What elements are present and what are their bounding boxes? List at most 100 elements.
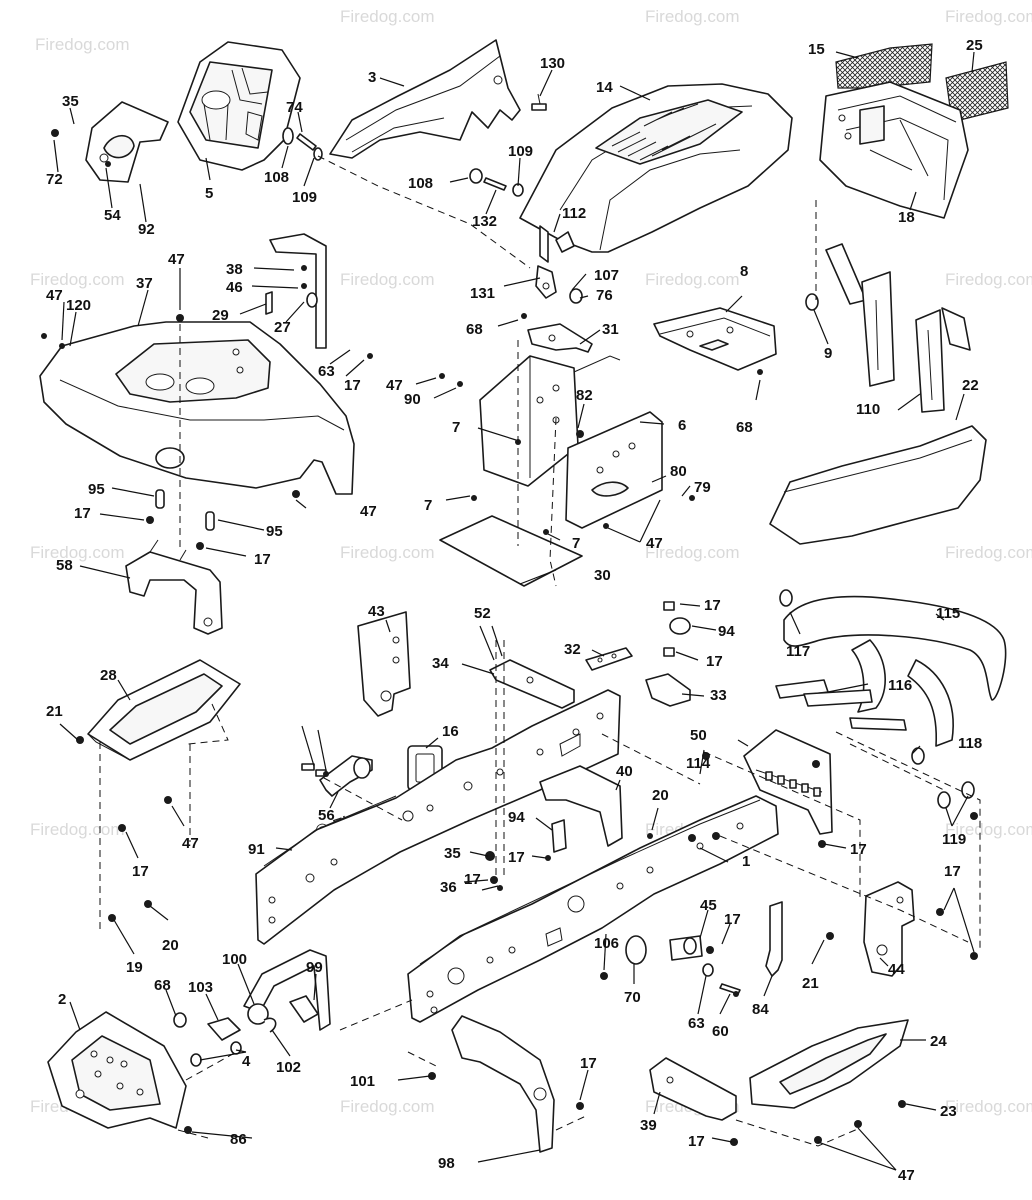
callout-47-g: 47 [898,1167,915,1184]
callout-17-g: 17 [508,849,525,866]
callout-132: 132 [472,213,497,230]
callout-99: 99 [306,959,323,976]
part-18-nose-cone [819,81,969,219]
callout-17-l: 17 [580,1055,597,1072]
callout-94-b: 94 [508,809,525,826]
part-3-dash-panel [329,39,521,159]
part-112-131-bracket [535,225,583,304]
callout-4: 4 [242,1053,251,1070]
callout-20-a: 20 [652,787,669,804]
callout-63-a: 63 [318,363,335,380]
watermark-1: Firedog.com [35,35,129,54]
callout-117: 117 [786,643,810,660]
callout-82: 82 [576,387,593,404]
callout-17-e: 17 [706,653,723,670]
callout-91: 91 [248,841,265,858]
callout-17-j: 17 [944,863,961,880]
watermark-19: Firedog.com [945,1097,1032,1116]
callout-7-c: 7 [572,535,580,552]
watermark-15: Firedog.com [945,820,1032,839]
part-98-shield [451,1015,555,1153]
callout-58: 58 [56,557,73,574]
watermark-17: Firedog.com [340,1097,434,1116]
callout-106: 106 [594,935,619,952]
callout-14: 14 [596,79,613,96]
callout-115: 115 [936,605,960,622]
callout-95-b: 95 [266,523,283,540]
part-84-bracket [765,901,783,977]
callout-80: 80 [670,463,687,480]
callout-9: 9 [824,345,832,362]
callout-17-c: 17 [254,551,271,568]
callout-17-d: 17 [704,597,721,614]
callout-22: 22 [962,377,979,394]
part-118-119-hardware [849,717,975,809]
callout-52: 52 [474,605,491,622]
callout-21-b: 21 [802,975,819,992]
callout-27: 27 [274,319,291,336]
callout-47-d: 47 [646,535,663,552]
part-30-plate [439,515,583,587]
callout-47-b: 47 [168,251,185,268]
callout-112: 112 [562,205,586,222]
callout-18: 18 [898,209,915,226]
watermark-11: Firedog.com [645,543,739,562]
callout-116: 116 [888,677,912,694]
watermark-8: Firedog.com [945,270,1032,289]
callout-74: 74 [286,99,303,116]
assembly-lines [99,155,981,1147]
callout-84: 84 [752,1001,769,1018]
callout-36: 36 [440,879,457,896]
callout-40: 40 [616,763,633,780]
callout-63-b: 63 [688,1015,705,1032]
callout-95-a: 95 [88,481,105,498]
callout-92: 92 [138,221,155,238]
part-43-bracket [357,611,411,717]
callout-86: 86 [230,1131,247,1148]
callout-32: 32 [564,641,581,658]
callout-131: 131 [470,285,495,302]
part-103-bracket [173,1012,242,1067]
callout-110: 110 [856,401,880,418]
part-6-dash-tower [479,355,663,529]
callout-labels: 35 72 54 92 5 108 74 109 3 130 14 15 25 … [46,37,983,1184]
callout-2: 2 [58,991,66,1008]
callout-5: 5 [205,185,213,202]
callout-28: 28 [100,667,117,684]
callout-17-k: 17 [724,911,741,928]
part-28-footrest [87,659,241,761]
callout-47-e: 47 [360,503,377,520]
callout-31: 31 [602,321,619,338]
callout-35-top: 35 [62,93,79,110]
part-22-bumper [769,425,987,545]
watermark-10: Firedog.com [340,543,434,562]
part-38-bracket [265,233,327,349]
callout-44: 44 [888,961,905,978]
callout-118: 118 [958,735,982,752]
callout-39: 39 [640,1117,657,1134]
callout-23: 23 [940,1103,957,1120]
part-44-bracket [863,881,915,977]
callout-7-a: 7 [452,419,460,436]
watermark-12: Firedog.com [945,543,1032,562]
callout-17-m: 17 [688,1133,705,1150]
hardware-108-74-109 [282,127,323,161]
callout-68-c: 68 [154,977,171,994]
part-58-bracket [125,539,223,635]
callout-109-b: 109 [508,143,533,160]
callout-7-b: 7 [424,497,432,514]
callout-47-f: 47 [182,835,199,852]
callout-108-a: 108 [264,169,289,186]
callout-56: 56 [318,807,335,824]
part-1-frame-rail [407,795,779,1023]
callout-43: 43 [368,603,385,620]
part-115-hitch-bar [775,589,1007,747]
leader-lines [53,51,975,1171]
callout-8: 8 [740,263,748,280]
callout-47-c: 47 [386,377,403,394]
callout-47-a: 47 [46,287,63,304]
part-14-hood [519,83,793,253]
watermark-13: Firedog.com [30,820,124,839]
bolts [41,313,978,1146]
callout-107: 107 [594,267,619,284]
